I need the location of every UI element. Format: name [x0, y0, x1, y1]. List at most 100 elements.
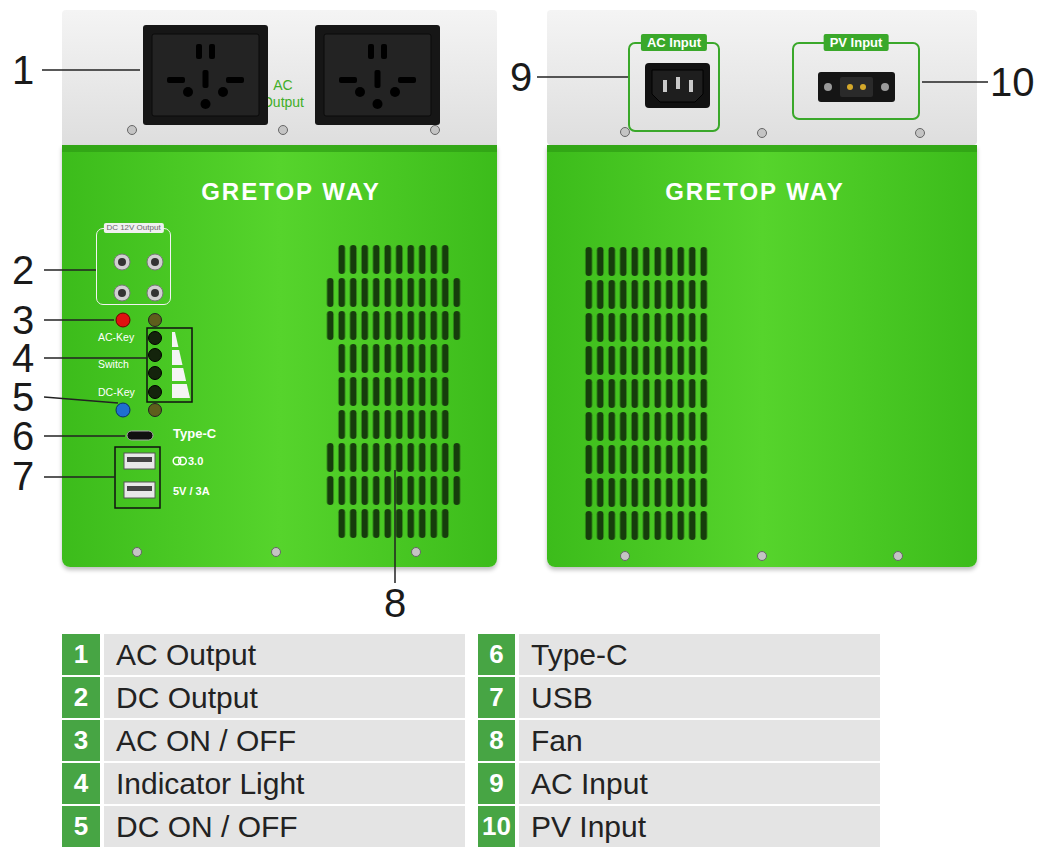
- pv-connector: [818, 72, 895, 102]
- device-body: GRETOP WAY DC 12V Output: [62, 145, 497, 567]
- table-number: 10: [478, 806, 515, 847]
- table-number: 2: [62, 677, 100, 718]
- screws: [128, 126, 925, 561]
- dc-jack-hole: [151, 289, 159, 297]
- type-c-port: [127, 431, 153, 440]
- usb-port: [124, 482, 155, 498]
- socket-hole: [390, 87, 400, 97]
- table-number: 1: [62, 634, 100, 675]
- table-cell: AC Input: [519, 763, 880, 804]
- port-label: 3.0: [188, 454, 203, 468]
- ac-socket: [315, 25, 440, 125]
- screw: [279, 126, 288, 135]
- socket-hole: [183, 87, 193, 97]
- leader-line: [42, 69, 140, 71]
- qc-icon: [173, 457, 181, 465]
- pv-socket: [840, 77, 873, 97]
- leader-line: [44, 476, 115, 478]
- socket-hole: [368, 44, 374, 59]
- table-cell: Indicator Light: [104, 763, 465, 804]
- dc-jack-hole: [151, 258, 159, 266]
- dc-jack: [147, 254, 163, 270]
- screw: [621, 552, 630, 561]
- leader-lines: [42, 70, 988, 583]
- dc-jack: [147, 285, 163, 301]
- callout-number: 3: [12, 300, 34, 340]
- leader-line: [922, 81, 988, 83]
- socket-face: [152, 34, 259, 116]
- screw: [412, 548, 421, 557]
- table-cell: DC ON / OFF: [104, 806, 465, 847]
- leader-line: [537, 76, 628, 78]
- screw: [621, 128, 630, 137]
- led: [149, 332, 162, 345]
- socket-hole: [167, 77, 185, 83]
- led: [149, 367, 162, 380]
- pv-screw: [824, 83, 832, 91]
- iec-socket: [645, 63, 710, 108]
- dc-output-group: DC 12V Output: [96, 228, 171, 305]
- callout-number: 4: [12, 338, 34, 378]
- screw: [133, 548, 142, 557]
- leader-line: [394, 470, 396, 583]
- port-label: Type-C: [173, 426, 216, 442]
- screw: [431, 126, 440, 135]
- table-number: 9: [478, 763, 515, 804]
- port-label: 5V / 3A: [173, 484, 210, 498]
- callout-number: 9: [510, 57, 532, 97]
- socket-hole: [398, 77, 416, 83]
- led: [149, 314, 162, 327]
- pv-pin: [847, 84, 853, 90]
- callout-number: 1: [12, 50, 34, 90]
- table-cell: PV Input: [519, 806, 880, 847]
- device-body: GRETOP WAY: [547, 145, 977, 567]
- socket-hole: [209, 44, 215, 59]
- port-tag: AC Input: [641, 34, 707, 51]
- socket-hole: [373, 99, 383, 109]
- fan-vent: [325, 243, 463, 540]
- button-label: Switch: [98, 358, 129, 371]
- socket-frame: [143, 25, 268, 125]
- socket-hole: [375, 70, 381, 88]
- usb-port: [124, 453, 155, 469]
- input-port-box: PV Input: [792, 42, 920, 120]
- table-number: 5: [62, 806, 100, 847]
- table-cell: Fan: [519, 720, 880, 761]
- socket-hole: [355, 87, 365, 97]
- socket-hole: [201, 99, 211, 109]
- usb-frame: [115, 447, 160, 508]
- level-bar: [172, 368, 186, 381]
- table-number: 4: [62, 763, 100, 804]
- leader-line: [44, 319, 114, 321]
- panel-label: AC Output: [253, 77, 313, 111]
- brand-name: GRETOP WAY: [605, 178, 905, 206]
- socket-hole: [339, 77, 357, 83]
- table-cell: USB: [519, 677, 880, 718]
- dc-jacks: [114, 254, 163, 301]
- fan-vent: [583, 245, 710, 542]
- callout-number: 5: [12, 377, 34, 417]
- leader-line: [44, 435, 125, 437]
- button-label: DC-Key: [98, 386, 135, 399]
- pv-screw: [881, 83, 889, 91]
- table-number: 7: [478, 677, 515, 718]
- usb-port-tongue: [127, 457, 152, 462]
- table-number: 8: [478, 720, 515, 761]
- socket-hole: [196, 44, 202, 59]
- iec-pin: [663, 80, 667, 92]
- led: [149, 349, 162, 362]
- brand-name: GRETOP WAY: [141, 178, 441, 206]
- port-tag: PV Input: [824, 34, 889, 51]
- socket-hole: [203, 70, 209, 88]
- iec-pin: [676, 77, 680, 89]
- table-cell: Type-C: [519, 634, 880, 675]
- socket-hole: [226, 77, 244, 83]
- usb-port-tongue: [127, 486, 152, 491]
- qc-icon: [179, 457, 187, 465]
- socket-face: [324, 34, 431, 116]
- table-cell: AC Output: [104, 634, 465, 675]
- table-cell: DC Output: [104, 677, 465, 718]
- leader-line: [44, 269, 96, 271]
